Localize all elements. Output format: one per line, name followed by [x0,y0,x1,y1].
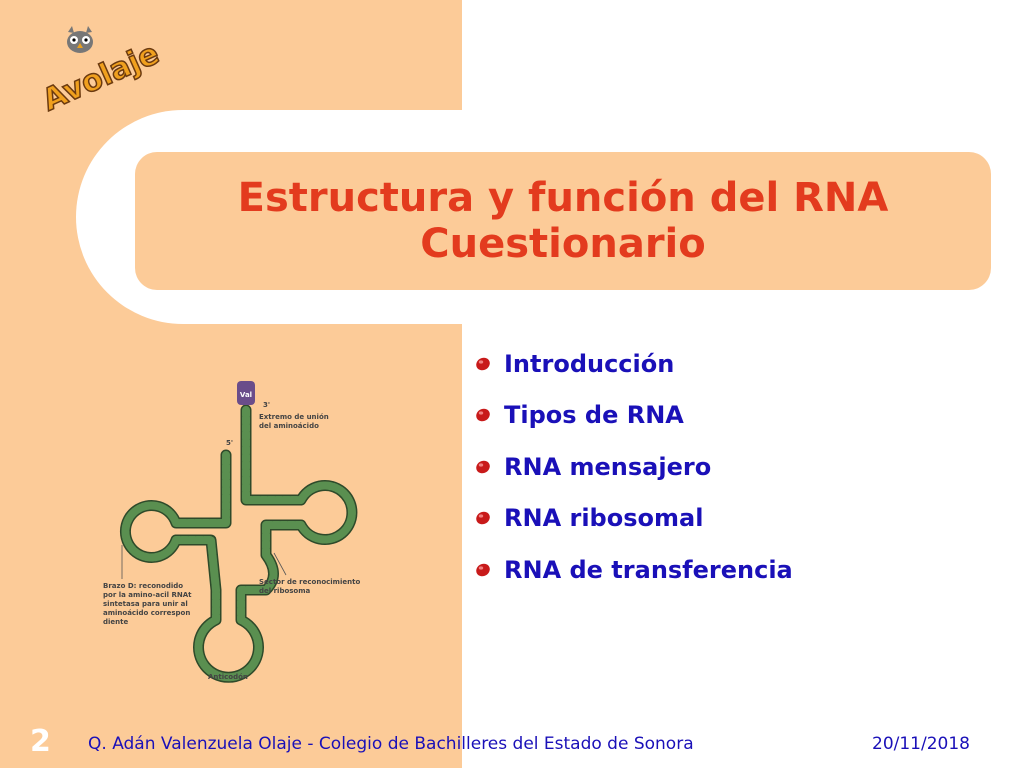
red-gem-icon [476,460,490,474]
anticodon-label: Anticodón [208,673,248,681]
d-arm-label-line2: por la amino-acil RNAt [103,591,192,599]
list-item-label: RNA mensajero [504,452,712,481]
owl-icon [67,26,93,53]
topic-list: Introducción Tipos de RNA RNA mensajero … [472,338,793,596]
trna-diagram: Val 3' 5' Extremo de unión del aminoácid… [103,381,360,683]
logo-text: Avolaje [37,36,164,112]
d-arm-label-line3: sintetasa para unir al [103,600,188,608]
amino-acid-label: Val [240,391,252,399]
footer: 2 Q. Adán Valenzuela Olaje - Colegio de … [0,722,1024,768]
avolaje-logo: Avolaje [37,26,165,112]
list-item[interactable]: Tipos de RNA [472,390,793,442]
footer-date: 20/11/2018 [872,734,970,754]
ribosome-label-line2: del ribosoma [259,587,311,595]
d-arm-label-line4: aminoácido correspon [103,609,190,617]
list-item-label: RNA de transferencia [504,555,793,584]
amino-acid-box [237,381,255,405]
prime5-label: 5' [226,439,233,447]
red-gem-icon [476,511,490,525]
title-box: Estructura y función del RNA Cuestionari… [135,152,991,290]
list-item[interactable]: RNA mensajero [472,441,793,493]
list-item[interactable]: RNA de transferencia [472,544,793,596]
page-subtitle: Cuestionario [420,221,706,267]
acceptor-label-line1: Extremo de unión [259,413,329,421]
list-item-label: Tipos de RNA [504,401,684,430]
list-item-label: Introducción [504,349,675,378]
slide-number: 2 [30,724,51,759]
list-item-label: RNA ribosomal [504,504,704,533]
list-item[interactable]: Introducción [472,338,793,390]
d-arm-label-line5: diente [103,618,128,626]
red-gem-icon [476,408,490,422]
ribosome-label-line1: Sector de reconocimiento [259,578,360,586]
acceptor-label-line2: del aminoácido [259,422,319,430]
trna-strand [120,404,358,683]
red-gem-icon [476,357,490,371]
page-title: Estructura y función del RNA [237,175,889,221]
footer-author: Q. Adán Valenzuela Olaje - Colegio de Ba… [88,734,694,754]
d-arm-label-line1: Brazo D: reconodido [103,582,183,590]
prime3-label: 3' [263,401,270,409]
list-item[interactable]: RNA ribosomal [472,493,793,545]
red-gem-icon [476,563,490,577]
